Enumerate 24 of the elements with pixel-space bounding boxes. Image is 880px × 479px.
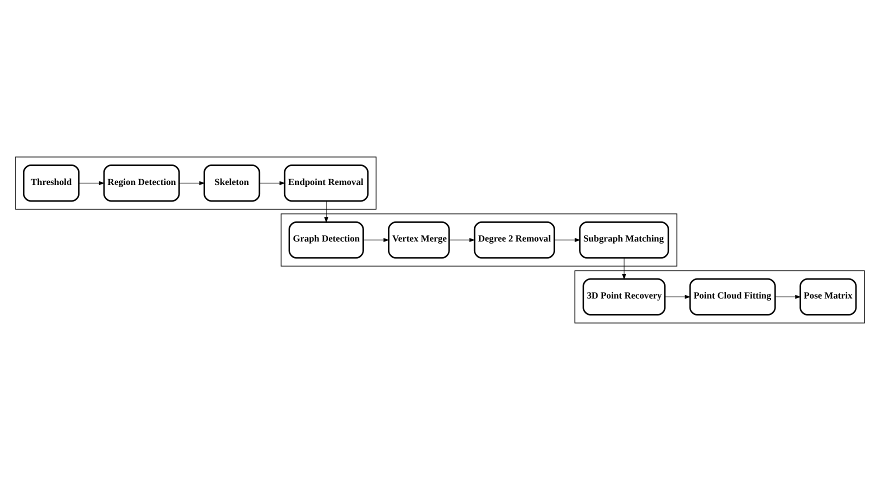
arrow bbox=[324, 200, 328, 222]
arrow bbox=[774, 294, 802, 298]
node-box: Region Detection bbox=[103, 164, 180, 202]
node-box: Skeleton bbox=[204, 164, 260, 202]
node-box: Graph Detection bbox=[288, 220, 364, 258]
node-box: Endpoint Removal bbox=[284, 164, 369, 202]
node-box: Pose Matrix bbox=[800, 278, 857, 315]
node-box: Degree 2 Removal bbox=[474, 220, 556, 258]
cluster bbox=[574, 270, 865, 323]
arrow bbox=[448, 237, 476, 242]
cluster bbox=[280, 213, 678, 266]
node-box: Threshold bbox=[22, 164, 80, 202]
node-box: Point Cloud Fitting bbox=[689, 278, 776, 315]
arrow bbox=[664, 294, 691, 298]
node-box: Vertex Merge bbox=[388, 220, 450, 258]
cluster bbox=[15, 156, 376, 210]
arrow bbox=[554, 237, 581, 242]
arrow bbox=[178, 180, 206, 185]
node-box: 3D Point Recovery bbox=[582, 278, 666, 315]
arrow bbox=[78, 180, 105, 185]
arrow bbox=[259, 180, 286, 185]
node-box: Subgraph Matching bbox=[579, 220, 670, 258]
arrow bbox=[363, 237, 390, 242]
arrow bbox=[622, 257, 626, 280]
